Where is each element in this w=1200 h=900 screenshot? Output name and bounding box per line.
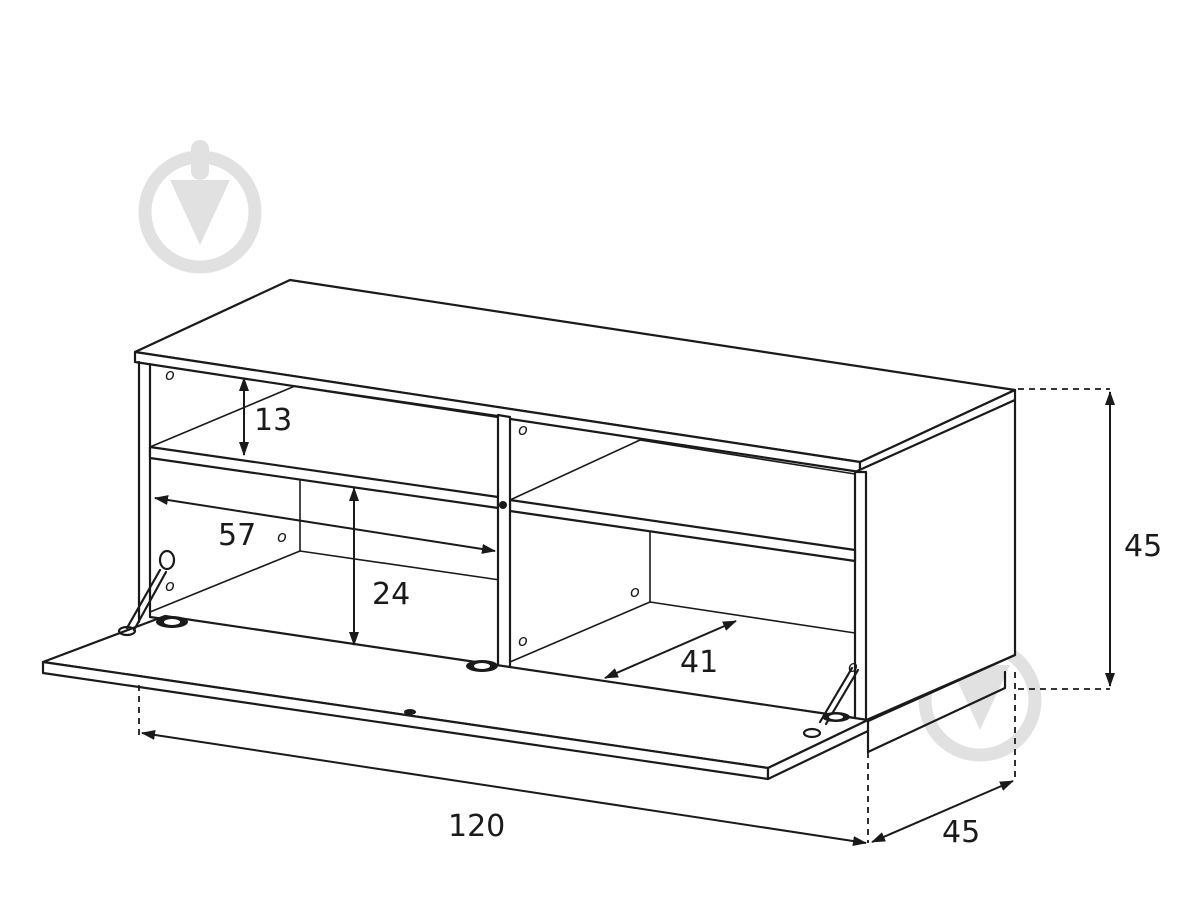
dimension-label: 41 — [680, 645, 718, 680]
hole-mark: o — [848, 657, 858, 676]
hole-mark: o — [630, 582, 640, 601]
hole-mark: o — [165, 576, 175, 595]
left-lid-stay — [117, 549, 188, 637]
dimension-overall-depth: 45 — [871, 672, 1016, 850]
dimension-label: 45 — [1124, 529, 1162, 564]
center-partition — [496, 413, 512, 670]
hole-mark: o — [165, 365, 175, 384]
download-pin-icon — [138, 140, 262, 274]
right-side-panel — [853, 398, 1017, 754]
dimension-label: 120 — [448, 809, 505, 844]
hole-mark: o — [518, 631, 528, 650]
dimension-label: 57 — [218, 518, 256, 553]
dimension-label: 24 — [372, 577, 410, 612]
left-shelf — [148, 445, 500, 510]
right-shelf — [508, 498, 857, 563]
dimension-lower-height: 24 — [349, 487, 410, 646]
dimension-shelf-width: 57 — [154, 495, 496, 554]
dimension-label: 13 — [254, 403, 292, 438]
dimension-inner-depth: 41 — [604, 620, 737, 680]
cam-lock — [499, 501, 507, 509]
hole-mark: o — [518, 420, 528, 439]
dimension-overall-width: 120 — [138, 685, 869, 846]
flap-door — [41, 614, 870, 781]
dimension-overall-height: 45 — [1018, 388, 1162, 690]
left-side-panel — [137, 360, 152, 624]
dimension-label: 45 — [942, 815, 980, 850]
hole-mark: o — [277, 527, 287, 546]
top-board — [133, 278, 1017, 474]
center-hinge — [466, 660, 498, 672]
dimension-upper-shelf-height: 13 — [239, 377, 292, 456]
